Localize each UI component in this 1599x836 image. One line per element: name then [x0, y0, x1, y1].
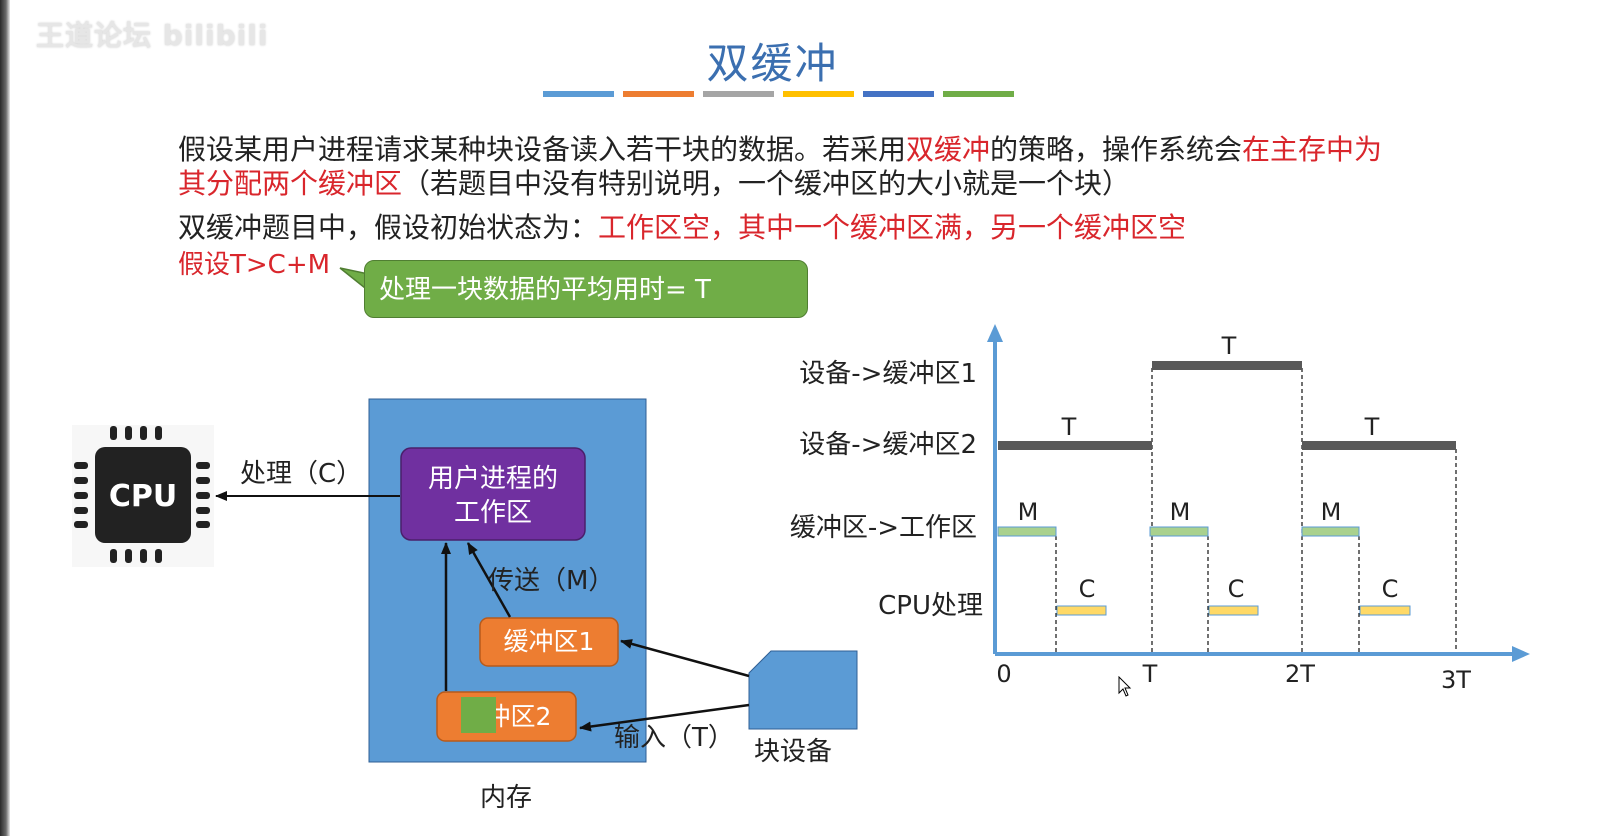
- arrow-device-to-buffer2: [579, 703, 750, 732]
- paragraph-line-1: 假设某用户进程请求某种块设备读入若干块的数据。若采用双缓冲的策略，操作系统会在主…: [178, 133, 1382, 167]
- input-label: 输入（T）: [614, 723, 734, 753]
- x-tick-3t: 3T: [1441, 666, 1471, 694]
- title-bar-segment: [943, 91, 1014, 97]
- bar-label-c: C: [1079, 575, 1096, 603]
- watermark: 王道论坛 bilibili: [36, 19, 269, 52]
- bar-m-2: [1149, 526, 1209, 537]
- text-span: 的策略，操作系统会: [990, 133, 1243, 166]
- row-label-cpu: CPU处理: [878, 591, 983, 621]
- bar-label-c: C: [1228, 575, 1245, 603]
- transfer-label: 传送（M）: [488, 566, 614, 596]
- bar-label-t: T: [1221, 332, 1237, 360]
- bar-m-1: [997, 526, 1057, 537]
- title-color-bar: [543, 91, 1014, 97]
- memory-label: 内存: [480, 783, 532, 813]
- bar-c-2: [1208, 605, 1259, 616]
- block-device-label: 块设备: [754, 737, 832, 767]
- bar-c-3: [1359, 605, 1411, 616]
- workarea-line1: 用户进程的: [428, 464, 558, 494]
- title-bar-segment: [703, 91, 774, 97]
- buffer-2-fill-marker: [461, 697, 496, 733]
- title-bar-segment: [783, 91, 854, 97]
- bar-m-3: [1301, 526, 1360, 537]
- bar-c-1: [1056, 605, 1107, 616]
- block-device-icon: [748, 650, 858, 730]
- cpu-label: CPU: [109, 479, 177, 514]
- slide-title: 双缓冲: [706, 39, 839, 88]
- title-bar-segment: [543, 91, 614, 97]
- bar-label-t: T: [1364, 413, 1380, 441]
- x-tick-0: 0: [996, 660, 1011, 688]
- x-tick-2t: 2T: [1285, 660, 1315, 688]
- cpu-icon: CPU: [72, 425, 214, 567]
- arrow-device-to-buffer1: [620, 639, 750, 678]
- title-bar-segment: [863, 91, 934, 97]
- workarea-line2: 工作区: [454, 498, 532, 528]
- assumption-text: 假设T>C+M: [178, 250, 331, 280]
- highlight-main-memory: 在主存中为: [1242, 133, 1383, 166]
- bar-label-m: M: [1018, 498, 1039, 526]
- time-guides: [1055, 368, 1457, 653]
- highlight-initial-state: 工作区空，其中一个缓冲区满，另一个缓冲区空: [598, 211, 1187, 244]
- process-label: 处理（C）: [240, 459, 362, 489]
- mouse-cursor-icon: [1118, 676, 1132, 697]
- bar-label-m: M: [1170, 498, 1191, 526]
- paragraph-line-3: 双缓冲题目中，假设初始状态为：工作区空，其中一个缓冲区满，另一个缓冲区空: [178, 211, 1186, 245]
- row-label-device-buffer1: 设备->缓冲区1: [799, 359, 977, 389]
- buffer-1-label: 缓冲区1: [504, 627, 595, 656]
- bar-label-t: T: [1061, 413, 1077, 441]
- x-tick-t: T: [1142, 660, 1158, 688]
- bar-label-m: M: [1321, 498, 1342, 526]
- bar-t-device-buffer1: [1152, 361, 1302, 370]
- text-span: 双缓冲题目中，假设初始状态为：: [178, 211, 599, 244]
- user-workarea-box: [400, 447, 586, 541]
- title-bar-segment: [623, 91, 694, 97]
- highlight-two-buffers: 其分配两个缓冲区: [178, 167, 403, 200]
- text-span: （若题目中没有特别说明，一个缓冲区的大小就是一个块）: [402, 167, 1131, 200]
- paragraph-line-2: 其分配两个缓冲区（若题目中没有特别说明，一个缓冲区的大小就是一个块）: [178, 167, 1130, 201]
- callout-average-time: 处理一块数据的平均用时= T: [364, 260, 808, 318]
- bar-t-device-buffer2-1: [998, 441, 1152, 450]
- text-span: 假设某用户进程请求某种块设备读入若干块的数据。若采用: [178, 133, 907, 166]
- bar-label-c: C: [1382, 575, 1399, 603]
- left-edge-shadow: [0, 0, 10, 836]
- row-label-device-buffer2: 设备->缓冲区2: [799, 430, 977, 460]
- highlight-double-buffer: 双缓冲: [906, 133, 991, 166]
- buffer-1-box: [479, 617, 619, 667]
- arrow-buffer1-to-workarea: [466, 542, 512, 618]
- bar-t-device-buffer2-2: [1302, 441, 1456, 450]
- row-label-buffer-workarea: 缓冲区->工作区: [790, 513, 977, 543]
